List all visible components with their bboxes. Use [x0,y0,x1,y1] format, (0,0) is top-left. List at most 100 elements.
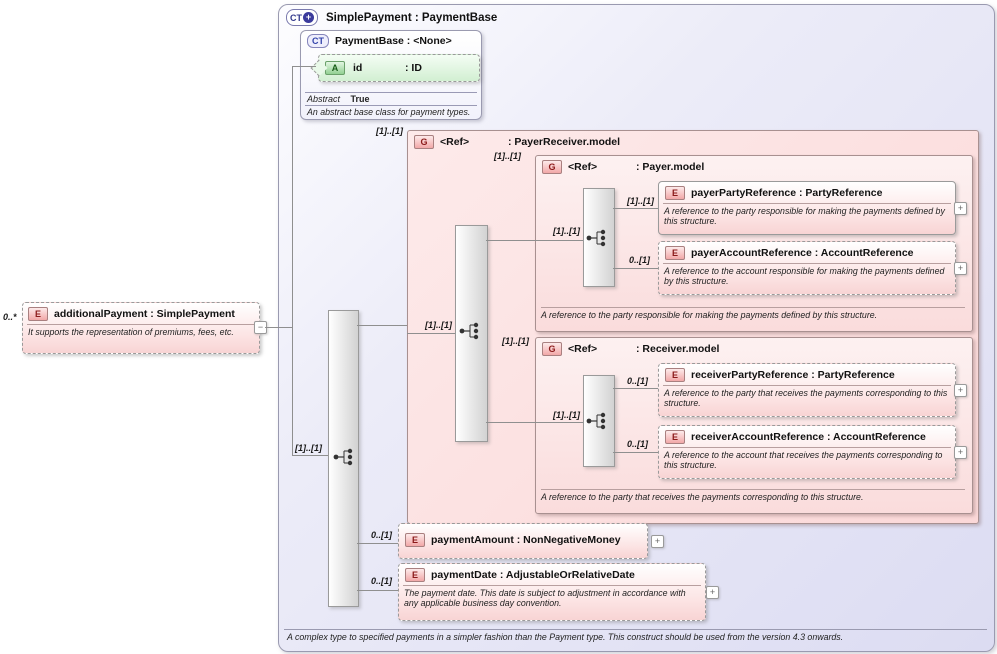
connector-line [292,455,328,456]
connector-rail [292,66,293,456]
group-doc: A reference to the party that receives t… [541,489,965,502]
element-title: receiverPartyReference : PartyReference [691,369,895,381]
divider [663,385,951,386]
cardinality-label: 0..[1] [627,439,649,449]
cardinality-label: [1]..[1] [553,226,580,236]
connector-line [357,543,398,544]
derived-plus-icon: + [303,12,314,23]
element-doc: A reference to the party that receives t… [664,388,948,409]
connector-line [613,388,658,389]
ct-badge: CT [290,12,302,23]
group-type: : Receiver.model [636,343,720,355]
expand-button[interactable]: + [954,446,967,459]
base-type-title: PaymentBase : <None> [335,35,452,47]
connector-line [292,66,316,67]
connector-line [613,208,658,209]
element-additionalpayment[interactable]: E additionalPayment : SimplePayment It s… [22,302,260,354]
attribute-id[interactable]: A id : ID [310,54,480,82]
element-title: payerPartyReference : PartyReference [691,187,883,199]
divider [305,105,477,106]
group-type: : Payer.model [636,161,705,173]
element-title: additionalPayment : SimplePayment [54,308,235,320]
element-title: receiverAccountReference : AccountRefere… [691,431,926,443]
element-doc: The payment date. This date is subject t… [404,588,686,609]
element-icon: E [665,246,685,260]
cardinality-label: [1]..[1] [425,320,452,330]
connector-line [407,333,455,334]
element-payeraccountreference[interactable]: E payerAccountReference : AccountReferen… [658,241,956,295]
element-icon: E [405,533,425,547]
ct-badge: CT [307,34,329,48]
cardinality-label: 0..[1] [371,576,393,586]
base-type-paymentbase[interactable]: CT PaymentBase : <None> A id : ID Abstra… [300,30,482,120]
expand-button[interactable]: + [706,586,719,599]
element-doc: It supports the representation of premiu… [28,327,234,337]
group-icon: G [542,342,562,356]
element-icon: E [28,307,48,321]
divider [27,324,255,325]
abstract-value: True [350,94,370,104]
connector-line [613,268,658,269]
complex-type-header: CT + SimplePayment : PaymentBase [286,9,497,26]
group-icon: G [542,160,562,174]
attribute-name: id [353,62,363,74]
divider [663,447,951,448]
connector-line [613,452,658,453]
attribute-type: : ID [405,62,422,74]
element-title: paymentAmount : NonNegativeMoney [431,534,621,546]
expand-button[interactable]: + [651,535,664,548]
cardinality-label: [1]..[1] [376,126,403,136]
element-doc: A reference to the account responsible f… [664,266,945,287]
element-receiverpartyreference[interactable]: E receiverPartyReference : PartyReferenc… [658,363,956,417]
sequence-icon [459,322,479,340]
expand-button[interactable]: + [954,202,967,215]
connector-line [486,422,583,423]
element-title: payerAccountReference : AccountReference [691,247,914,259]
cardinality-label: 0..* [3,312,17,322]
connector-line [265,327,292,328]
element-icon: E [665,186,685,200]
sequence-icon [586,229,606,247]
group-ref: <Ref> [568,343,598,355]
group-doc: A reference to the party responsible for… [541,307,965,320]
cardinality-label: [1]..[1] [553,410,580,420]
cardinality-label: [1]..[1] [627,196,654,206]
group-icon: G [414,135,434,149]
element-doc: A reference to the party responsible for… [664,206,945,227]
abstract-label: Abstract [307,94,341,104]
divider [403,585,701,586]
connector-line [486,240,583,241]
cardinality-label: [1]..[1] [295,443,322,453]
divider [284,629,987,630]
cardinality-label: 0..[1] [371,530,393,540]
element-paymentdate[interactable]: E paymentDate : AdjustableOrRelativeDate… [398,563,706,621]
element-payerpartyreference[interactable]: E payerPartyReference : PartyReference A… [658,181,956,235]
complex-type-derived-icon: CT + [286,9,318,26]
sequence-icon [586,412,606,430]
group-ref: <Ref> [440,136,470,148]
element-icon: E [665,430,685,444]
expand-button[interactable]: + [954,262,967,275]
element-icon: E [405,568,425,582]
sequence-connector [455,225,488,442]
element-title: paymentDate : AdjustableOrRelativeDate [431,569,635,581]
cardinality-label: [1]..[1] [494,151,521,161]
attribute-icon: A [325,61,345,75]
element-icon: E [665,368,685,382]
group-type: : PayerReceiver.model [508,136,621,148]
sequence-icon [333,448,353,466]
expand-button[interactable]: + [954,384,967,397]
abstract-row: Abstract True [307,94,370,104]
divider [663,263,951,264]
connector-line [357,590,398,591]
complex-type-title: SimplePayment : PaymentBase [326,11,498,24]
element-paymentamount[interactable]: E paymentAmount : NonNegativeMoney [398,523,648,559]
element-doc: A reference to the account that receives… [664,450,943,471]
cardinality-label: [1]..[1] [502,336,529,346]
connector-line [357,325,407,326]
divider [305,92,477,93]
divider [663,203,951,204]
element-receiveraccountreference[interactable]: E receiverAccountReference : AccountRefe… [658,425,956,479]
base-type-header: CT PaymentBase : <None> [301,31,481,48]
